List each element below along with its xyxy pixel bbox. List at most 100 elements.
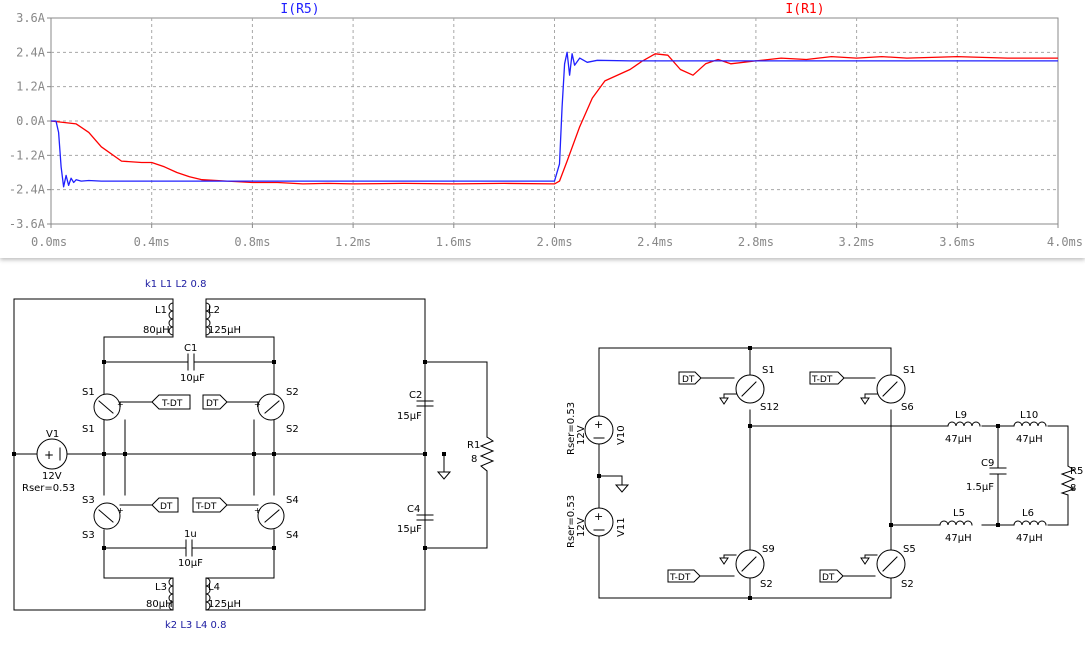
inductor-l1-icon[interactable]: [168, 302, 174, 336]
l10-value: 47µH: [1016, 434, 1043, 445]
x-tick-label: 4.0ms: [1047, 235, 1083, 249]
capacitor-c4-icon[interactable]: [416, 453, 434, 549]
l3-value: 80µH: [146, 599, 173, 610]
legend-series-r5[interactable]: I(R5): [280, 2, 319, 17]
capacitor-c2-icon[interactable]: [416, 361, 434, 455]
inductor-l4-icon[interactable]: [205, 577, 211, 611]
resistor-r1-icon[interactable]: [479, 436, 495, 472]
c2-label: C2: [409, 390, 422, 401]
capacitor-1u-icon[interactable]: [185, 539, 193, 557]
l5-value: 47µH: [945, 533, 972, 544]
l9-label: L9: [955, 410, 967, 421]
s2-label: S2: [286, 387, 299, 398]
inductor-l9-icon[interactable]: [947, 421, 981, 427]
tag-dt-bot-label: DT: [160, 502, 173, 512]
svg-text:+: +: [44, 448, 54, 462]
l3-label: L3: [155, 582, 167, 593]
series-line-ir5[interactable]: [51, 51, 1058, 188]
tag-dt1-label: DT: [682, 375, 695, 385]
v1-label: V1: [46, 429, 59, 440]
junctions-left: [12, 360, 446, 550]
l6-value: 47µH: [1016, 533, 1043, 544]
switch-s5-icon[interactable]: [860, 549, 906, 579]
inductor-l10-icon[interactable]: [1013, 421, 1047, 427]
switch-s12-icon[interactable]: [719, 374, 765, 405]
inductor-l2-icon[interactable]: [205, 302, 211, 336]
net-tag-dt1[interactable]: [678, 371, 702, 385]
r1-value: 8: [471, 454, 477, 465]
svg-text:+: +: [594, 510, 603, 523]
s2-sub-label: S2: [286, 424, 299, 435]
switch-s1-icon[interactable]: +: [93, 393, 124, 421]
x-tick-label: 2.4ms: [637, 235, 673, 249]
voltage-source-v11-icon[interactable]: +: [584, 507, 614, 537]
net-tag-dt2[interactable]: [819, 569, 844, 583]
s3-label: S3: [82, 495, 95, 506]
net-tag-tdt1[interactable]: [809, 371, 845, 385]
left-circuit: [13, 298, 488, 611]
c9-value: 1.5µF: [966, 482, 994, 493]
y-tick-label: -3.6A: [9, 217, 46, 231]
capacitor-c9-icon[interactable]: [989, 467, 1007, 475]
svg-text:+: +: [117, 506, 124, 515]
y-tick-label: 0.0A: [16, 114, 46, 128]
switch-s9-icon[interactable]: [719, 549, 765, 579]
junctions-right: [597, 346, 1000, 600]
resistor-r5-icon[interactable]: [1060, 465, 1076, 496]
coupling-k2-label: k2 L3 L4 0.8: [165, 620, 226, 631]
l1-label: L1: [155, 305, 167, 316]
cbot-label: 1u: [184, 529, 197, 540]
l2-value: 125µH: [208, 325, 241, 336]
l1-value: 80µH: [143, 325, 170, 336]
x-tick-label: 1.2ms: [335, 235, 371, 249]
right-circuit: [598, 347, 1069, 599]
net-tag-dt-bot[interactable]: [151, 497, 179, 513]
s6-label: S6: [901, 402, 914, 413]
l6-label: L6: [1022, 508, 1034, 519]
inductor-l6-icon[interactable]: [1013, 520, 1047, 526]
voltage-source-v10-icon[interactable]: +: [584, 415, 614, 445]
tag-dt2-label: DT: [822, 573, 835, 583]
v1-value: 12V: [42, 471, 62, 482]
s9-label: S9: [762, 544, 775, 555]
net-tag-dt-top[interactable]: [202, 394, 228, 410]
v11-value: 12V: [576, 517, 587, 537]
v10-label: V10: [616, 425, 627, 445]
svg-text:+: +: [254, 506, 261, 515]
l10-label: L10: [1020, 410, 1038, 421]
c9-label: C9: [981, 458, 994, 469]
inductor-l3-icon[interactable]: [168, 577, 174, 611]
v1-rser-label: Rser=0.53: [22, 483, 75, 494]
x-tick-label: 0.4ms: [134, 235, 170, 249]
inductor-l5-icon[interactable]: [939, 520, 973, 526]
y-tick-label: 2.4A: [16, 45, 46, 59]
schematic-canvas[interactable]: + + + + + k1 L1 L2 0.8 k: [0, 262, 1085, 658]
x-tick-label: 2.8ms: [738, 235, 774, 249]
tag-tdt1-label: T-DT: [811, 375, 833, 385]
legend-series-r1[interactable]: I(R1): [785, 2, 824, 17]
voltage-source-v1-icon[interactable]: +: [36, 438, 68, 470]
switch-s2-icon[interactable]: +: [254, 393, 285, 421]
v11-rser-label: Rser=0.53: [566, 495, 577, 548]
capacitor-c1-icon[interactable]: [187, 353, 195, 371]
x-tick-label: 0.0ms: [31, 235, 67, 249]
net-tag-tdt-bot[interactable]: [192, 497, 228, 513]
s3-sub-label: S3: [82, 530, 95, 541]
s5-label: S5: [903, 544, 916, 555]
switch-s4-icon[interactable]: +: [254, 502, 285, 530]
tag-tdt-top-label: T-DT: [161, 399, 183, 409]
series-line-ir1[interactable]: [50, 53, 1058, 185]
x-tick-label: 2.0ms: [536, 235, 572, 249]
v10-rser-label: Rser=0.53: [566, 402, 577, 455]
net-tag-tdt-top[interactable]: [151, 394, 191, 410]
switch-s3-icon[interactable]: +: [93, 502, 124, 530]
c4-label: C4: [407, 504, 420, 515]
switch-s6-icon[interactable]: [860, 374, 906, 405]
net-tag-tdt2[interactable]: [667, 569, 701, 583]
l9-value: 47µH: [945, 434, 972, 445]
l4-label: L4: [208, 582, 220, 593]
c2-value: 15µF: [397, 411, 422, 422]
s-a-label: S1: [762, 365, 775, 376]
s4-sub-label: S4: [286, 530, 299, 541]
